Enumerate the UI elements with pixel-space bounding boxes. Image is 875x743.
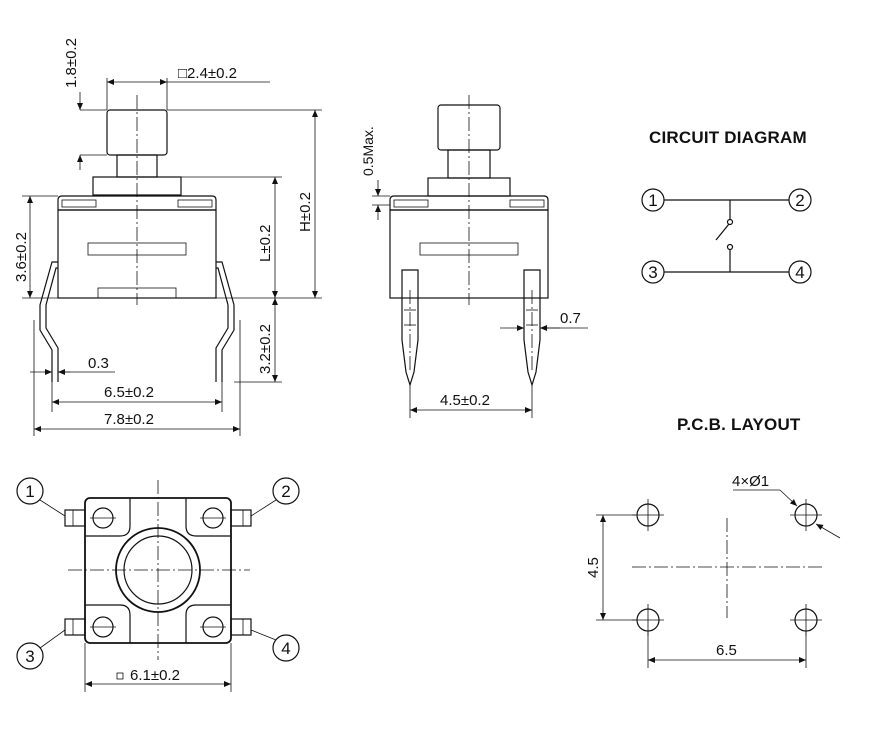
dim-travel: 0.5Max. [360, 126, 376, 176]
dim-side-pin-span: 4.5±0.2 [440, 392, 490, 409]
side-left-lead [401, 269, 419, 388]
circuit-pin-2 [788, 188, 812, 212]
bottom-pin-1 [16, 477, 44, 505]
dim-lead-width: 0.7 [560, 310, 581, 327]
svg-text:2: 2 [281, 482, 290, 501]
dim-pcb-vertical: 4.5 [585, 557, 602, 578]
circuit-pin-4 [788, 260, 812, 284]
side-right-lead [523, 269, 541, 388]
circuit-diagram: CIRCUIT DIAGRAM 1 2 3 4 [641, 128, 812, 284]
bottom-pin-2 [272, 477, 300, 505]
dim-pin-span: 6.5±0.2 [104, 384, 154, 401]
circuit-diagram-title: CIRCUIT DIAGRAM [649, 128, 807, 147]
right-leg [216, 261, 235, 382]
bottom-pin-4 [272, 634, 300, 662]
svg-text:2: 2 [795, 191, 804, 210]
dim-plunger-height: 1.8±0.2 [63, 38, 80, 88]
square-symbol-icon [116, 672, 124, 680]
front-view: 1.8±0.2 □2.4±0.2 H±0.2 L±0.2 3.2±0.2 3.6… [13, 38, 322, 436]
svg-text:4: 4 [795, 263, 804, 282]
dim-body-height: 3.6±0.2 [13, 232, 30, 282]
dim-leg-height: 3.2±0.2 [257, 324, 274, 374]
svg-text:3: 3 [25, 647, 34, 666]
dim-H: H±0.2 [297, 192, 314, 232]
dim-overall-width: 7.8±0.2 [104, 411, 154, 428]
dim-bottom-square: 6.1±0.2 [130, 667, 180, 684]
dim-pcb-horizontal: 6.5 [716, 642, 737, 659]
pcb-layout-title: P.C.B. LAYOUT [677, 415, 801, 434]
svg-text:4: 4 [281, 639, 290, 658]
side-view: 0.5Max. 0.7 4.5±0.2 [360, 95, 588, 418]
left-leg [39, 261, 58, 382]
svg-text:1: 1 [648, 191, 657, 210]
bottom-pin-3 [16, 642, 44, 670]
svg-text:1: 1 [25, 482, 34, 501]
dim-hole-diameter: 4×Ø1 [732, 473, 769, 490]
dim-lead-thickness: 0.3 [88, 355, 109, 372]
dim-L: L±0.2 [257, 225, 274, 262]
dim-plunger-square: □2.4±0.2 [178, 65, 237, 82]
switch-contact [715, 223, 730, 241]
circuit-pin-3 [641, 260, 665, 284]
bottom-view: 1 2 3 4 6.1±0.2 [16, 477, 300, 692]
circuit-pin-1 [641, 188, 665, 212]
pcb-layout: P.C.B. LAYOUT 4×Ø1 4.5 6.5 [585, 415, 841, 668]
svg-text:3: 3 [648, 263, 657, 282]
